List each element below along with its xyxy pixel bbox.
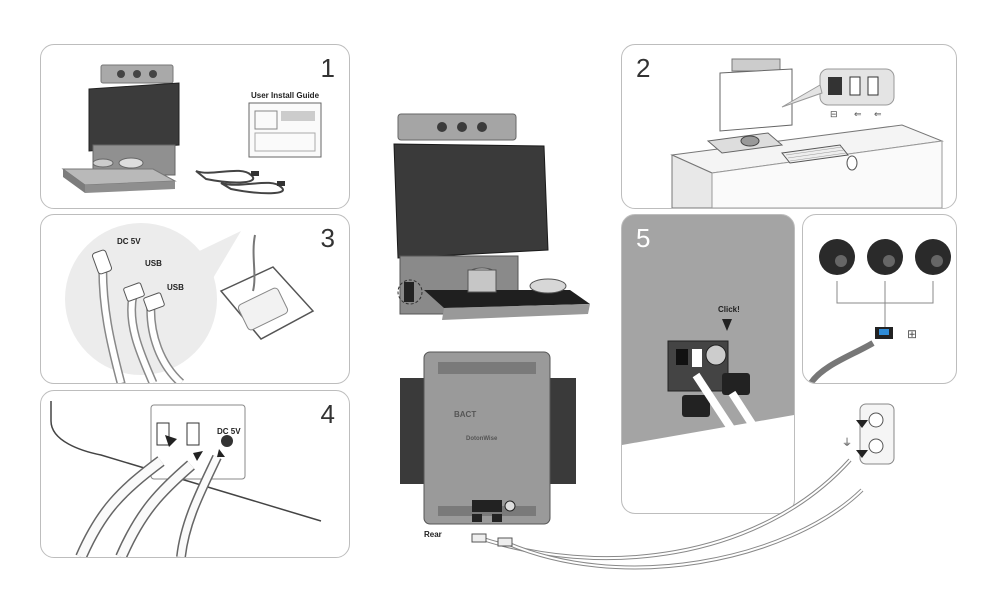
device-illustration: [61, 64, 322, 195]
panel-3: 3 DC 5V USB USB: [40, 214, 350, 384]
panel-number: 2: [636, 53, 651, 83]
desk-setup-illustration: [670, 58, 944, 208]
usb-label: USB: [167, 283, 184, 292]
port-connection-illustration: [50, 401, 322, 557]
power-connection-illustration: [622, 319, 794, 513]
device-brand: DotonWise: [466, 436, 498, 442]
panel-number: 4: [320, 399, 335, 429]
camera-network-illustration: [808, 239, 951, 383]
usb-icon: ⇐: [854, 109, 862, 119]
dc5v-label: DC 5V: [117, 237, 141, 246]
usb-icon: ⇐: [874, 109, 882, 119]
ethernet-icon: ⊟: [830, 109, 838, 119]
camera-network-panel: ⊞: [802, 214, 957, 384]
install-guide-title: User Install Guide: [251, 91, 320, 100]
usb-label: USB: [145, 259, 162, 268]
panel-number: 1: [320, 53, 335, 83]
network-icon: ⊞: [907, 327, 918, 341]
main-device: [393, 113, 590, 320]
click-label: Click!: [718, 305, 740, 314]
power-plug-icon: ⏚: [842, 438, 852, 449]
panel-number: 5: [636, 223, 651, 253]
dc5v-label: DC 5V: [217, 427, 241, 436]
rear-label: Rear: [424, 530, 442, 539]
panel-2: 2 ⊟ ⇐ ⇐: [621, 44, 957, 209]
panel-4: 4 DC 5V: [40, 390, 350, 558]
cable-zoom-illustration: [65, 223, 315, 383]
panel-number: 3: [320, 223, 335, 253]
rear-view-device: [400, 351, 576, 525]
panel-1: 1 User Install Guide: [40, 44, 350, 209]
device-name: BACT: [454, 410, 477, 419]
panel-5: 5 Click!: [621, 214, 795, 514]
